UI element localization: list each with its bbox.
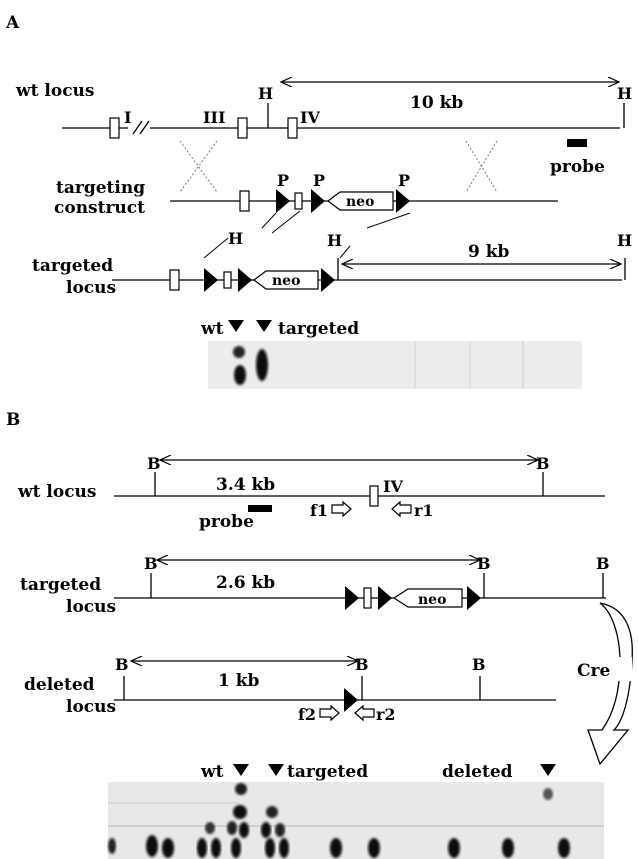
b-probe-label: probe bbox=[199, 512, 254, 532]
a-exon-i-label: I bbox=[124, 108, 131, 127]
a-wt-locus-label: wt locus bbox=[15, 81, 94, 101]
b-targeted-label-1: targeted bbox=[20, 575, 101, 595]
b-r1-arrow bbox=[391, 500, 412, 518]
a-connectors bbox=[203, 210, 411, 259]
a-exon-iii-label: III bbox=[203, 108, 225, 127]
a-loxp-3 bbox=[396, 189, 410, 213]
a-construct-label-1: targeting bbox=[56, 178, 145, 198]
panel-b-letter: B bbox=[6, 410, 20, 430]
b-targeted-locus bbox=[114, 560, 606, 610]
b-southern-blot bbox=[108, 782, 604, 859]
a-size-10kb: 10 kb bbox=[410, 93, 463, 113]
a-blot-wt-label: wt bbox=[200, 319, 224, 339]
b-exon-iv-label: IV bbox=[383, 477, 403, 496]
b-b-site-8: B bbox=[472, 655, 486, 674]
b-blot-deleted-label: deleted bbox=[442, 762, 513, 782]
a-exon-iii bbox=[237, 117, 248, 139]
b-blot-targeted-label: targeted bbox=[287, 762, 368, 782]
a-construct-label-2: construct bbox=[54, 198, 145, 218]
a-h-site-3: H bbox=[228, 229, 243, 248]
b-f2-label: f2 bbox=[298, 705, 316, 724]
a-h-site-1: H bbox=[258, 84, 273, 103]
a-p-site-3: P bbox=[398, 171, 410, 190]
a-blot-targeted-label: targeted bbox=[278, 319, 359, 339]
a-loxp-1 bbox=[276, 189, 290, 213]
b-probe-bar bbox=[248, 505, 272, 512]
b-b-site-3: B bbox=[144, 554, 158, 573]
a-p-site-2: P bbox=[313, 171, 325, 190]
b-deleted-label-1: deleted bbox=[24, 675, 95, 695]
a-exon-iv-label: IV bbox=[300, 108, 320, 127]
b-deleted-label-2: locus bbox=[66, 697, 116, 717]
b-blot-deleted-arrow bbox=[540, 764, 556, 776]
b-blot-wt-label: wt bbox=[200, 762, 224, 782]
b-cre-label: Cre bbox=[577, 661, 610, 681]
b-size-1kb: 1 kb bbox=[218, 671, 260, 691]
b-size-2-6kb: 2.6 kb bbox=[216, 573, 275, 593]
a-blot-wt-arrow bbox=[228, 320, 244, 332]
a-size-9kb: 9 kb bbox=[468, 242, 510, 262]
b-cre-arrow bbox=[574, 602, 633, 766]
a-h-site-4: H bbox=[327, 231, 342, 250]
b-deleted-loxp bbox=[344, 688, 358, 712]
b-blot-targeted-arrow bbox=[268, 764, 284, 776]
a-southern-blot bbox=[208, 341, 582, 389]
a-wt-locus bbox=[62, 82, 625, 147]
a-exon-iv bbox=[287, 117, 298, 139]
b-r1-label: r1 bbox=[414, 501, 434, 520]
b-r2-arrow bbox=[354, 704, 375, 722]
a-h-site-2: H bbox=[617, 84, 632, 103]
a-targeted-label-1: targeted bbox=[32, 256, 113, 276]
b-targeted-label-2: locus bbox=[66, 597, 116, 617]
b-wt-locus bbox=[114, 460, 605, 518]
b-b-site-2: B bbox=[536, 454, 550, 473]
a-blot-targeted-arrow bbox=[256, 320, 272, 332]
b-f2-arrow bbox=[319, 704, 340, 722]
a-crossover-right bbox=[465, 140, 498, 193]
a-loxp-2 bbox=[311, 189, 325, 213]
a-neo-cassette bbox=[327, 191, 394, 211]
a-targeted-locus bbox=[112, 258, 626, 292]
panel-a-letter: A bbox=[5, 13, 20, 33]
a-exon-i bbox=[109, 117, 120, 139]
b-b-site-7: B bbox=[355, 655, 369, 674]
b-b-site-4: B bbox=[477, 554, 491, 573]
b-b-site-1: B bbox=[147, 454, 161, 473]
a-h-site-5: H bbox=[617, 231, 632, 250]
a-crossover-left bbox=[179, 140, 218, 193]
b-exon-iv bbox=[369, 485, 379, 507]
b-blot-wt-arrow bbox=[233, 764, 249, 776]
b-b-site-5: B bbox=[596, 554, 610, 573]
a-p-site-1: P bbox=[277, 171, 289, 190]
b-neo-label: neo bbox=[418, 592, 446, 608]
b-deleted-locus bbox=[114, 661, 556, 722]
b-wt-locus-label: wt locus bbox=[17, 482, 96, 502]
b-b-site-6: B bbox=[115, 655, 129, 674]
b-f1-arrow bbox=[331, 500, 352, 518]
b-r2-label: r2 bbox=[376, 705, 396, 724]
a-probe-label: probe bbox=[550, 157, 605, 177]
a-targeting-construct bbox=[170, 189, 558, 213]
a-neo-label: neo bbox=[346, 194, 374, 210]
a-targeted-neo-label: neo bbox=[272, 273, 300, 289]
a-probe-bar bbox=[567, 139, 587, 147]
a-targeted-label-2: locus bbox=[66, 278, 116, 298]
b-size-3-4kb: 3.4 kb bbox=[216, 475, 275, 495]
b-f1-label: f1 bbox=[310, 501, 328, 520]
